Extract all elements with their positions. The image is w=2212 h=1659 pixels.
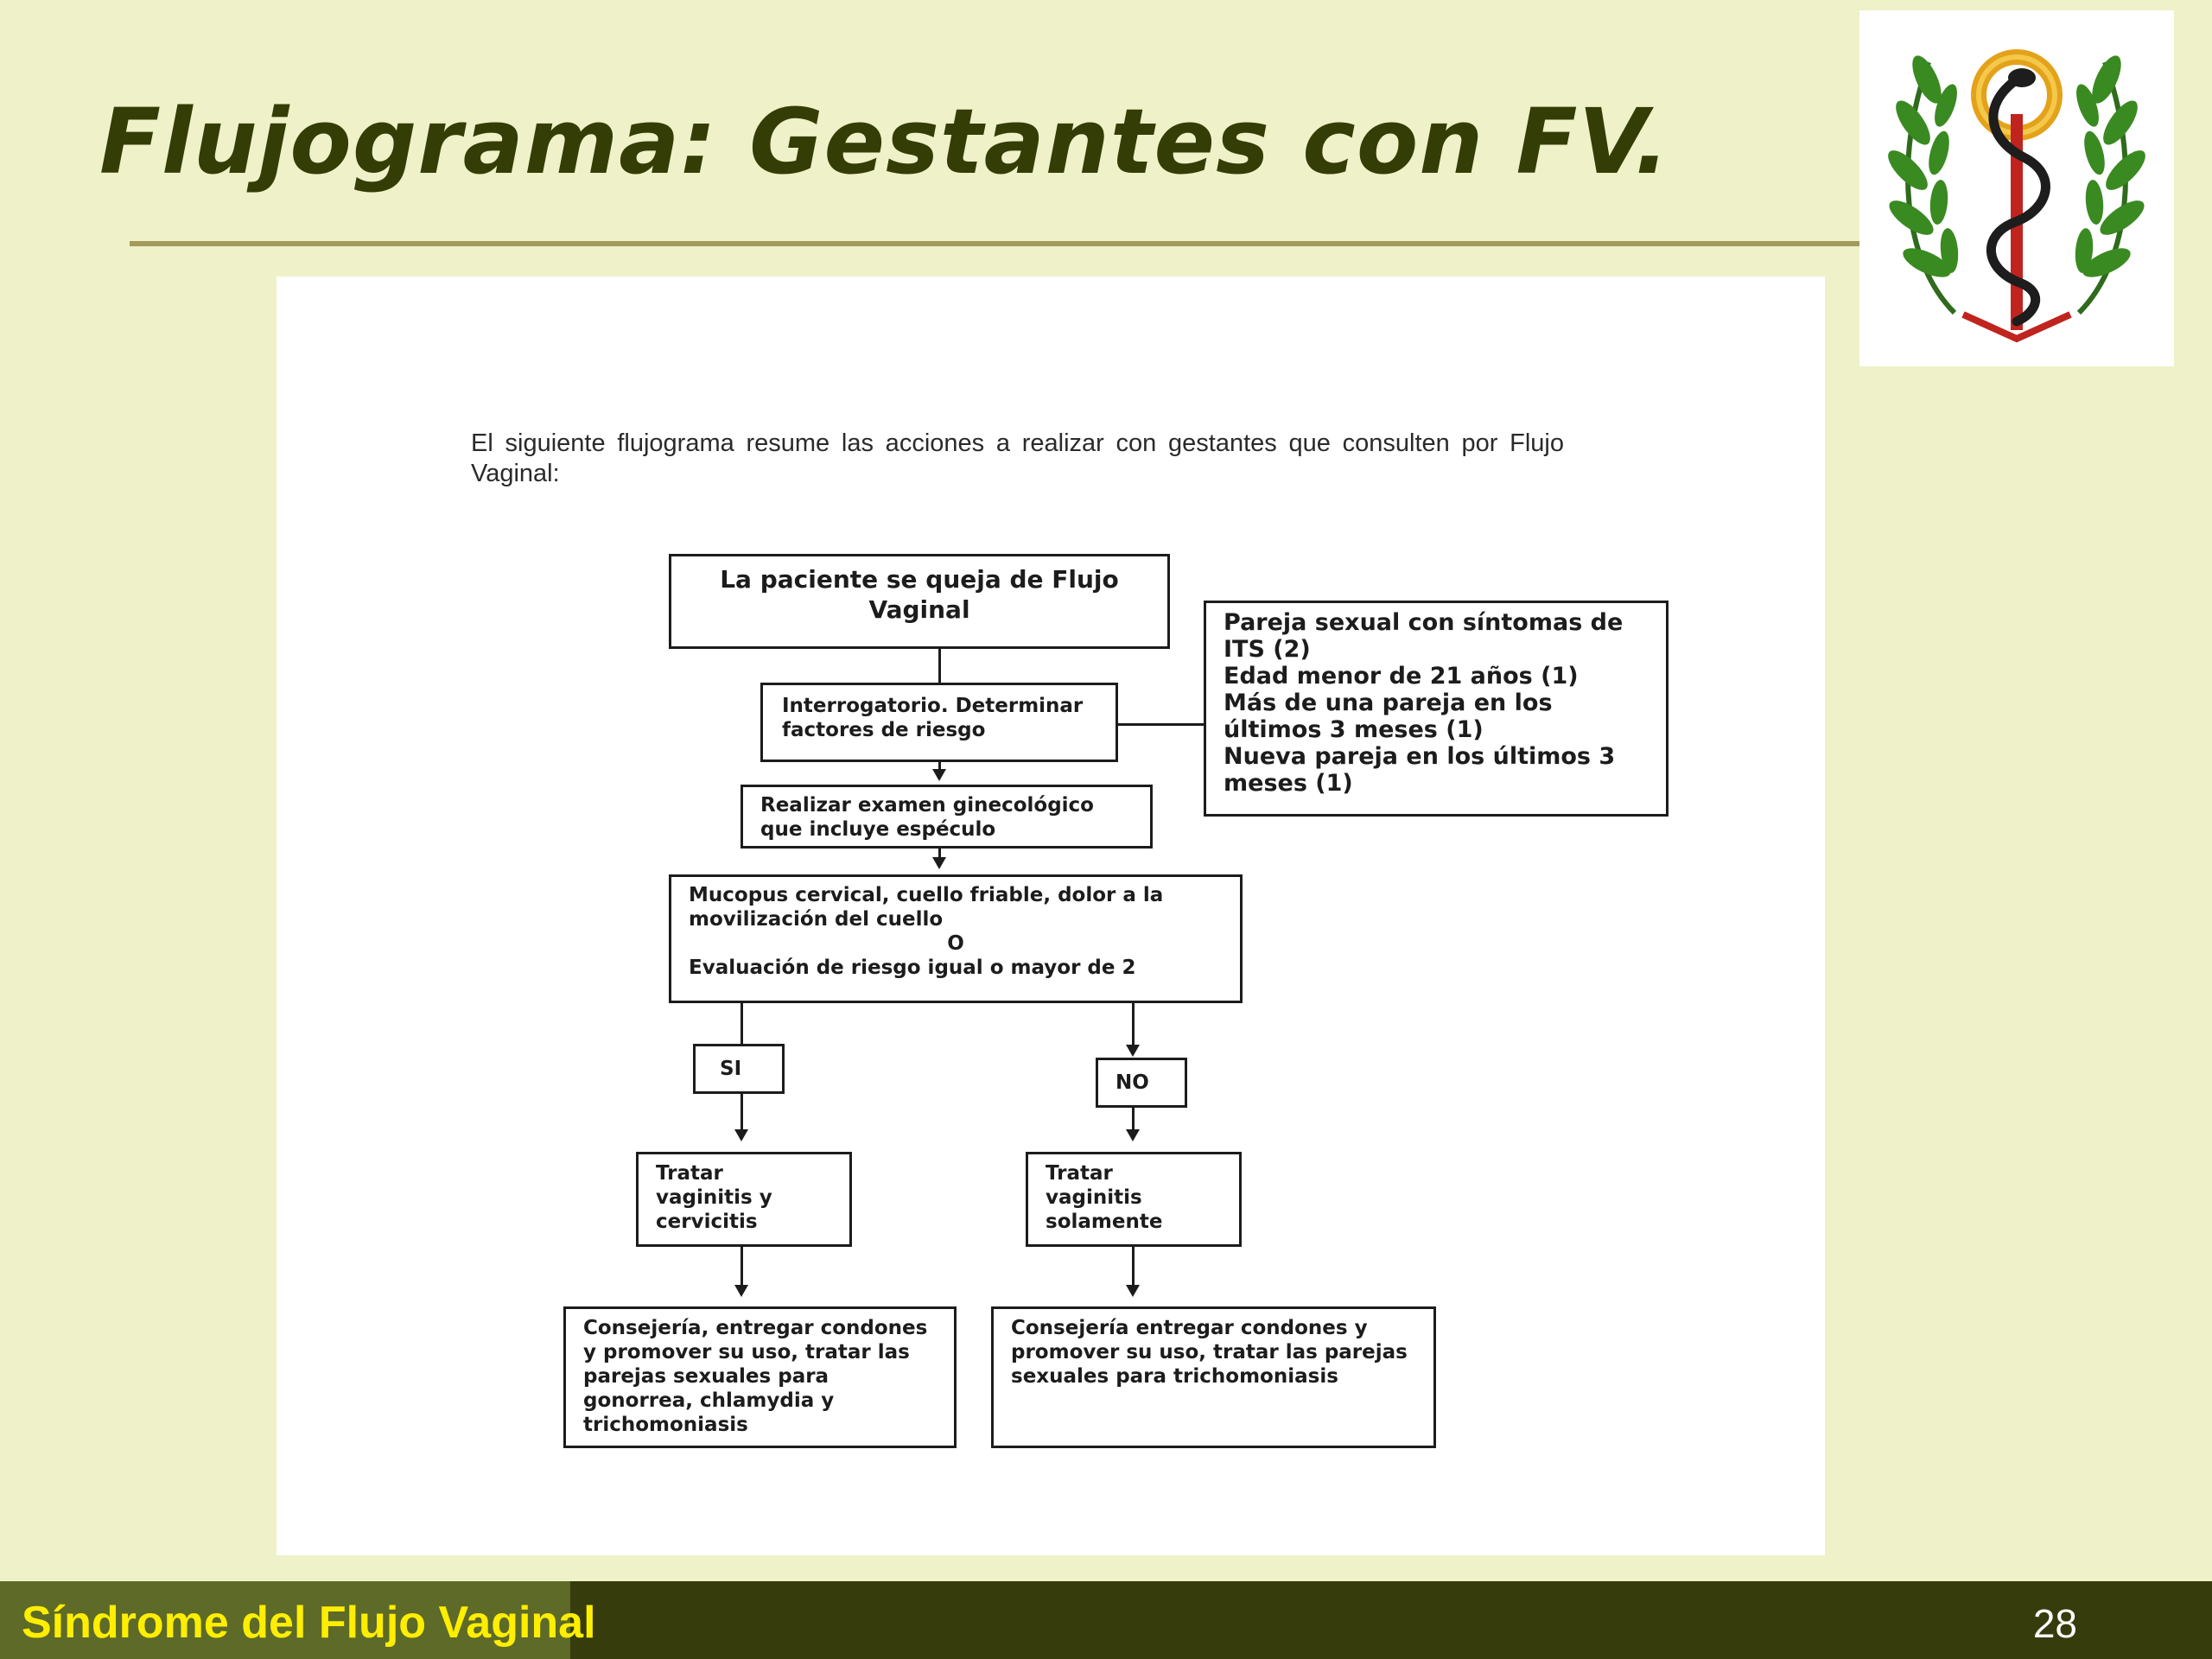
counsel-no-box: Consejería entregar condones y promover … xyxy=(991,1306,1436,1448)
no-label-box: NO xyxy=(1096,1058,1187,1108)
risk-factors-box: Pareja sexual con síntomas de ITS (2) Ed… xyxy=(1204,601,1669,817)
connector xyxy=(1116,723,1205,726)
connector xyxy=(741,1247,743,1285)
connector xyxy=(1132,1001,1135,1045)
treat-no-text: Tratar vaginitis solamente xyxy=(1046,1162,1163,1233)
arrow-down xyxy=(734,1285,748,1297)
connector xyxy=(741,1093,743,1129)
caduceus-laurel-wreath-emblem-icon xyxy=(1888,49,2145,343)
connector xyxy=(1132,1108,1135,1129)
decision-or: O xyxy=(947,932,964,955)
decision-line-2: Evaluación de riesgo igual o mayor de 2 xyxy=(689,957,1136,979)
connector xyxy=(938,760,941,769)
title-divider xyxy=(130,241,1859,246)
risk-factor-2: Edad menor de 21 años (1) xyxy=(1224,663,1579,690)
arrow-down xyxy=(932,857,946,869)
decision-box: Mucopus cervical, cuello friable, dolor … xyxy=(669,874,1243,1003)
logo xyxy=(1859,10,2174,366)
counsel-yes-box: Consejería, entregar condones y promover… xyxy=(563,1306,957,1448)
start-text: La paciente se queja de Flujo Vaginal xyxy=(720,565,1119,624)
connector xyxy=(938,647,941,685)
connector xyxy=(938,847,941,857)
connector xyxy=(1132,1247,1135,1285)
arrow-down xyxy=(734,1129,748,1141)
connector xyxy=(741,1001,743,1045)
risk-factor-1: Pareja sexual con síntomas de ITS (2) xyxy=(1224,609,1624,663)
risk-factor-4: Nueva pareja en los últimos 3 meses (1) xyxy=(1224,743,1616,797)
exam-box: Realizar examen ginecológico que incluye… xyxy=(741,785,1153,849)
interrogation-box: Interrogatorio. Determinar factores de r… xyxy=(760,683,1118,762)
yes-label-box: SI xyxy=(693,1044,785,1094)
decision-line-1: Mucopus cervical, cuello friable, dolor … xyxy=(689,884,1164,931)
arrow-down xyxy=(1126,1129,1140,1141)
treat-yes-box: Tratar vaginitis y cervicitis xyxy=(636,1152,852,1247)
no-label: NO xyxy=(1116,1071,1149,1094)
interrogation-text: Interrogatorio. Determinar factores de r… xyxy=(782,695,1084,741)
treat-no-box: Tratar vaginitis solamente xyxy=(1026,1152,1242,1247)
yes-label: SI xyxy=(720,1058,742,1080)
slide-title: Flujograma: Gestantes con FV. xyxy=(99,89,1670,194)
treat-yes-text: Tratar vaginitis y cervicitis xyxy=(656,1162,772,1233)
arrow-down xyxy=(1126,1285,1140,1297)
start-box: La paciente se queja de Flujo Vaginal xyxy=(669,554,1170,649)
risk-factor-3: Más de una pareja en los últimos 3 meses… xyxy=(1224,690,1553,743)
exam-text: Realizar examen ginecológico que incluye… xyxy=(760,794,1094,841)
counsel-yes-text: Consejería, entregar condones y promover… xyxy=(583,1317,928,1436)
footer-title: Síndrome del Flujo Vaginal xyxy=(22,1598,596,1648)
footer-bar: Síndrome del Flujo Vaginal 28 xyxy=(0,1581,2212,1659)
footer-highlight xyxy=(0,1581,570,1659)
flowchart-panel: El siguiente flujograma resume las accio… xyxy=(276,276,1825,1555)
arrow-down xyxy=(1126,1045,1140,1057)
counsel-no-text: Consejería entregar condones y promover … xyxy=(1011,1317,1408,1388)
page-number: 28 xyxy=(2032,1601,2077,1646)
flowchart-intro: El siguiente flujograma resume las accio… xyxy=(471,429,1564,487)
arrow-down xyxy=(932,769,946,781)
